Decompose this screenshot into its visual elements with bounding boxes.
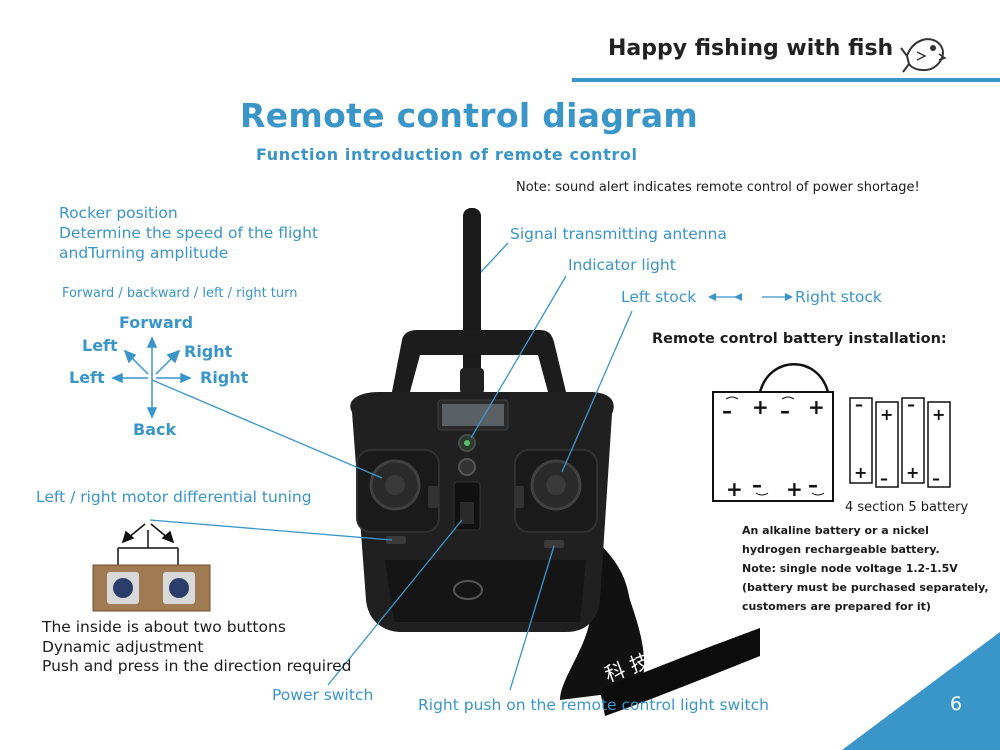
label-left-stock: Left stock: [621, 288, 697, 306]
antenna: [463, 208, 481, 390]
svg-text:–: –: [780, 399, 790, 423]
dir-forward: Forward: [119, 313, 194, 332]
tuning-buttons-photo: [92, 564, 211, 612]
dir-left-up: Left: [82, 336, 118, 355]
page-corner: [842, 632, 1000, 750]
battery-note-2: hydrogen rechargeable battery.: [742, 543, 940, 556]
center-button[interactable]: [458, 458, 476, 476]
svg-text:+: +: [786, 477, 803, 501]
svg-text:–: –: [855, 395, 863, 414]
svg-text:+: +: [808, 395, 825, 419]
label-indicator: Indicator light: [568, 256, 676, 274]
note-sound-alert: Note: sound alert indicates remote contr…: [516, 180, 920, 195]
label-light-switch: Right push on the remote control light s…: [418, 696, 769, 714]
header-title: Happy fishing with fish: [608, 36, 894, 61]
svg-text:–: –: [880, 469, 888, 488]
battery-count-label: 4 section 5 battery: [845, 500, 969, 515]
inside-line-3: Push and press in the direction required: [42, 657, 352, 675]
lcd-screen: [437, 399, 509, 431]
battery-compartment: –+ –+ +– +–: [712, 363, 834, 502]
left-trim-switch[interactable]: [386, 536, 406, 544]
directions-caption: Forward / backward / left / right turn: [62, 286, 298, 301]
battery-heading: Remote control battery installation:: [652, 331, 947, 347]
carry-handle: [392, 330, 566, 392]
label-right-stock: Right stock: [795, 288, 882, 306]
svg-text:+: +: [854, 463, 867, 482]
battery-note-5: customers are prepared for it): [742, 600, 931, 613]
svg-text:–: –: [808, 473, 818, 497]
inside-line-2: Dynamic adjustment: [42, 638, 204, 656]
rocker-line-3: andTurning amplitude: [59, 244, 229, 262]
svg-text:–: –: [722, 399, 732, 423]
svg-text:–: –: [932, 469, 940, 488]
direction-arrows: [111, 336, 192, 419]
rocker-line-1: Rocker position: [59, 204, 178, 222]
svg-text:+: +: [880, 405, 893, 424]
label-motor-tuning: Left / right motor differential tuning: [36, 488, 312, 506]
antenna-base: [460, 368, 484, 394]
svg-text:+: +: [932, 405, 945, 424]
svg-text:–: –: [907, 395, 915, 414]
label-power-switch: Power switch: [272, 686, 374, 704]
right-trim-switch[interactable]: [544, 540, 564, 548]
aa-batteries: –+ –+ +– +–: [849, 395, 951, 488]
page-subtitle: Function introduction of remote control: [256, 145, 638, 164]
battery-note-1: An alkaline battery or a nickel: [742, 524, 929, 537]
rocker-line-2: Determine the speed of the flight: [59, 224, 319, 242]
inside-line-1: The inside is about two buttons: [42, 618, 286, 636]
header-rule: [572, 78, 1000, 82]
svg-text:+: +: [906, 463, 919, 482]
dir-right-up: Right: [184, 342, 233, 361]
button-bracket: [117, 523, 179, 568]
battery-note-4: (battery must be purchased separately,: [742, 581, 989, 594]
dir-right: Right: [200, 368, 249, 387]
label-antenna: Signal transmitting antenna: [510, 225, 727, 243]
svg-text:+: +: [726, 477, 743, 501]
svg-text:+: +: [752, 395, 769, 419]
battery-note-3: Note: single node voltage 1.2-1.5V: [742, 562, 958, 575]
leader-lines: [149, 242, 787, 691]
svg-text:–: –: [752, 473, 762, 497]
brand-logo-icon: [453, 580, 483, 600]
dir-left: Left: [69, 368, 105, 387]
strap-ribbon: [600, 628, 760, 716]
page-number: 6: [950, 693, 963, 715]
page-title: Remote control diagram: [240, 96, 699, 135]
lower-panel: [385, 560, 586, 622]
dir-back: Back: [133, 420, 177, 439]
